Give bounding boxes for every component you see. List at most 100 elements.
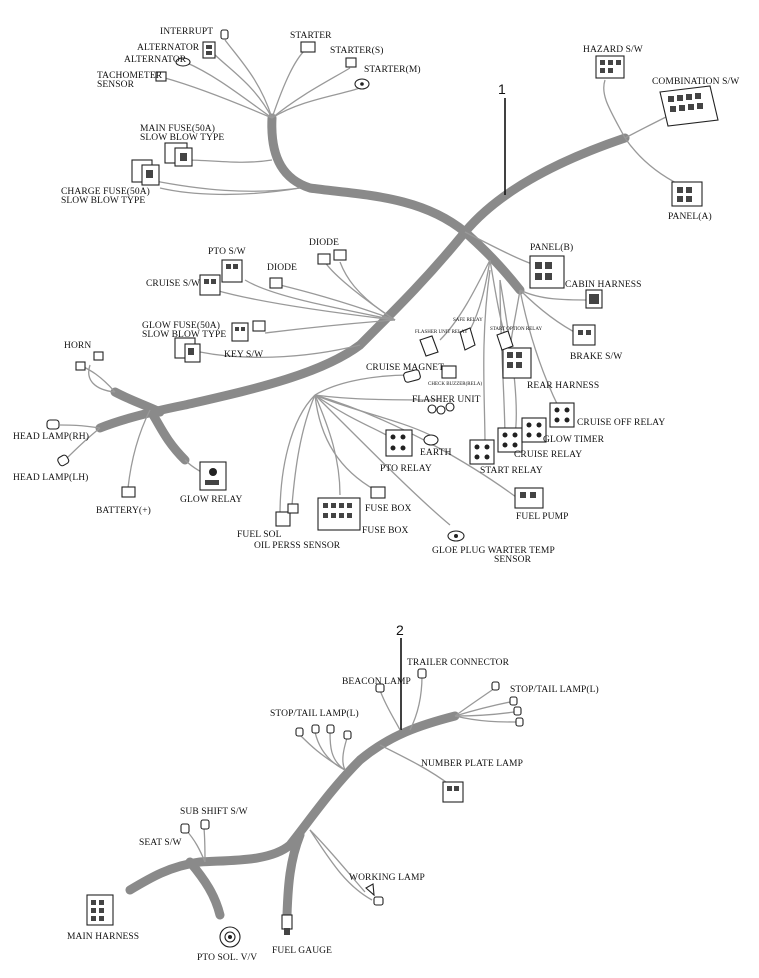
connector-key-sw-2 [252,320,266,332]
connector-fuse-box-small [370,486,386,499]
rear-connector-stop-tail-left [295,724,352,740]
rear-connector-beacon [375,683,385,693]
label-pto-sol-vv: PTO SOL. V/V [197,953,257,963]
connector-fuel-pump [514,487,544,509]
connector-pto-sw [221,259,243,283]
main-harness-diagram: 1 [13,27,739,565]
label-diode-1: DIODE [309,238,339,248]
rear-connector-trailer [417,668,427,679]
rear-connector-main-harness [86,894,114,926]
label-start-option-relay: START OPTION RELAY [490,327,542,332]
label-check-buzzer: CHECK BUZZER(RELA) [428,382,482,387]
label-fuse-box-2: FUSE BOX [362,526,409,536]
label-panel-a: PANEL(A) [668,211,712,222]
connector-head-lamp-lh [57,454,70,467]
label-panel-b: PANEL(B) [530,242,573,253]
label-charge-fuse-type: SLOW BLOW TYPE [61,196,145,206]
connector-diode-2 [269,277,283,289]
connector-combination-sw [659,85,719,127]
connector-cruise-relay [497,427,523,453]
label-starter: STARTER [290,31,332,41]
label-charge-fuse: CHARGE FUSE(50A) [61,186,150,197]
rear-connector-seat [180,823,190,834]
connector-horn [75,351,104,371]
label-cruise-sw: CRUISE S/W [146,279,200,289]
label-number-plate-lamp: NUMBER PLATE LAMP [421,759,523,769]
label-main-fuse: MAIN FUSE(50A) [140,123,215,134]
label-starter-m: STARTER(M) [364,64,421,75]
connector-tachometer [155,71,167,82]
connector-diode-1 [317,253,331,265]
label-main-fuse-type: SLOW BLOW TYPE [140,133,224,143]
label-cruise-relay: CRUISE RELAY [514,450,582,460]
connector-cruise-magnet [403,369,421,383]
connector-start-option-relay [496,330,514,351]
connector-cruise-sw [199,274,221,296]
connector-earth [423,434,439,446]
rear-connector-sub-shift [200,819,210,830]
label-horn: HORN [64,341,91,351]
connector-alternator-block [202,41,216,59]
connector-flasher-unit [427,402,455,415]
connector-cruise-off-relay [549,402,575,428]
label-rear-harness: REAR HARNESS [527,381,599,391]
rear-connector-number-plate [442,781,464,803]
label-head-lamp-lh: HEAD LAMP(LH) [13,472,88,483]
label-earth: EARTH [420,448,452,458]
connector-glow-fuse [174,337,201,363]
callout-2: 2 [396,622,404,638]
wires-upper-left [149,39,361,196]
connector-oil-press [287,503,299,514]
rear-harness-diagram: 2 [67,622,599,963]
rear-trunk-pto [185,857,225,920]
connector-alternator-terminal [175,57,191,67]
connector-interrupt [220,29,229,40]
trunk-main [95,133,630,433]
label-cruise-magnet: CRUISE MAGNET [366,363,444,373]
connector-gloe-plug [447,530,465,542]
label-main-harness: MAIN HARNESS [67,932,139,942]
label-fuel-sol: FUEL SOL [237,530,282,540]
label-interrupt: INTERRUPT [160,27,213,37]
label-glow-fuse: GLOW FUSE(50A) [142,320,220,331]
label-stop-tail-lamp-right: STOP/TAIL LAMP(L) [510,684,599,695]
connector-fuse-box-main [317,497,361,531]
trunk-upper-left [267,113,470,237]
connector-head-lamp-rh [46,419,60,430]
connector-main-fuse [164,142,193,167]
trunk-left-fork2 [110,387,165,417]
label-seat-sw: SEAT S/W [139,838,182,848]
label-fuse-box-1: FUSE BOX [365,504,412,514]
connector-key-sw [231,322,249,342]
connector-glow-timer [521,417,547,443]
label-pto-relay: PTO RELAY [380,464,432,474]
rear-trunk-fuel [282,830,305,920]
connector-check-buzzer [441,365,457,379]
label-flasher-unit-relay: FLASHER UNIT RELAY [415,330,468,335]
label-trailer-connector: TRAILER CONNECTOR [407,658,510,668]
label-head-lamp-rh: HEAD LAMP(RH) [13,431,89,442]
label-start-relay: START RELAY [480,466,543,476]
label-pto-sw: PTO S/W [208,247,246,257]
wires-lower [279,374,521,526]
wires-left [59,364,206,489]
label-battery: BATTERY(+) [96,505,151,516]
label-cruise-off-relay: CRUISE OFF RELAY [577,418,665,428]
label-tachometer-sensor: SENSOR [97,80,135,90]
rear-connector-fuel-gauge [281,914,293,935]
label-fuel-pump: FUEL PUMP [516,512,569,522]
trunk-right-fork [460,227,525,295]
label-alternator-2: ALTERNATOR [124,55,187,65]
connector-cabin-harness [585,289,603,309]
connector-charge-fuse [131,159,160,186]
connector-panel-a [671,181,703,207]
label-flasher-unit: FLASHER UNIT [412,395,481,405]
connector-flasher-relay [419,335,439,357]
connector-starter-s [345,57,357,68]
label-tachometer: TACHOMETER [97,71,163,81]
connector-glow-relay [199,461,227,491]
label-brake-sw: BRAKE S/W [570,352,622,362]
connector-diode-1b [333,249,347,261]
